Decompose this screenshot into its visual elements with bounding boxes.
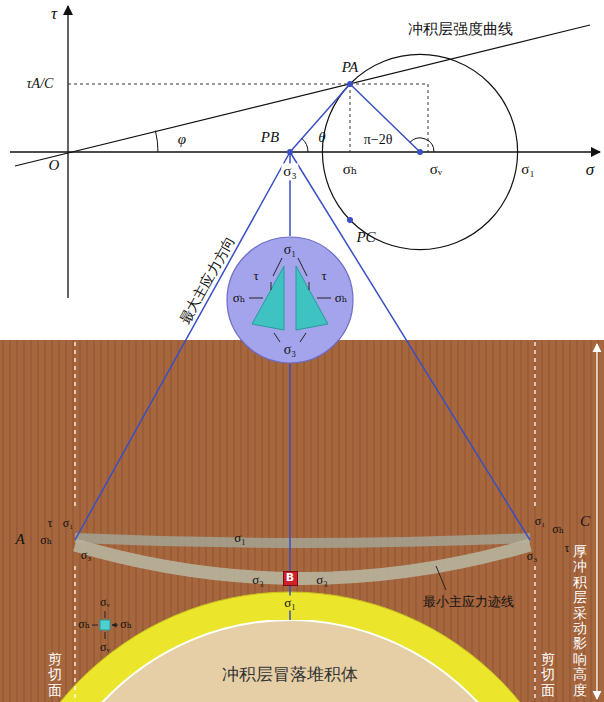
theta-arc — [302, 139, 308, 153]
annotation-text: 冲积层强度曲线 — [408, 21, 513, 38]
symbol-label: σ₃ — [252, 573, 264, 588]
node-text: B — [286, 572, 295, 585]
annotation-text: 厚冲积层采动影响高度 — [573, 544, 587, 698]
symbol-label: σ₁ — [521, 161, 534, 178]
annotation-text: 最小主应力迹线 — [423, 595, 514, 610]
point — [347, 81, 353, 87]
node-text: σ₁ — [284, 242, 296, 258]
heap-outline — [0, 620, 580, 702]
node-text: τ — [321, 269, 326, 284]
symbol-label: PC — [356, 229, 375, 246]
symbol-label: σ₃ — [81, 549, 92, 563]
symbol-label: σ — [586, 160, 594, 180]
symbol-label: σₕ — [343, 161, 358, 178]
symbol-label: σₕ — [40, 534, 52, 548]
symbol-label: σᵥ — [430, 161, 443, 178]
annotation-text: 剪切面 — [541, 652, 555, 698]
stress-state-circle: σ₁ττσₕσₕσ₃ — [226, 236, 354, 364]
symbol-label: θ — [318, 129, 325, 146]
max-stress-band — [75, 538, 530, 543]
symbol-label: σₕ — [552, 523, 564, 537]
yellow-arch — [0, 592, 590, 702]
connector — [289, 364, 291, 571]
symbol-label: σₕ — [78, 618, 90, 632]
point — [417, 149, 423, 155]
symbol-label: PA — [342, 59, 358, 76]
leader-line — [436, 566, 446, 590]
symbol-label: σ₃ — [316, 573, 328, 588]
node-text: σₕ — [233, 291, 246, 306]
stress-arrow — [92, 611, 118, 639]
edge-label: σ₁ — [282, 595, 298, 610]
min-stress-band — [75, 545, 530, 579]
symbol-label: σ₁ — [63, 517, 74, 531]
symbol-label: σ₁ — [234, 531, 246, 546]
node-text: τ — [253, 269, 258, 284]
symbol-label: PB — [261, 129, 279, 146]
point — [287, 149, 293, 155]
symbol-label: σₕ — [120, 618, 132, 632]
symbol-label: τ — [565, 542, 570, 556]
phi-arc — [155, 131, 158, 152]
symbol-label: O — [49, 157, 60, 174]
point — [347, 217, 353, 223]
symbol-label: σ₃ — [527, 550, 538, 564]
stress-element — [100, 620, 110, 630]
symbol-label: σ₃ — [281, 163, 298, 180]
symbol-label: C — [580, 513, 590, 530]
symbol-label: σᵥ — [100, 641, 110, 655]
node-text: σ₃ — [284, 342, 296, 358]
symbol-label: σᵥ — [100, 596, 110, 610]
strength-line — [15, 25, 590, 166]
symbol-label: φ — [178, 131, 186, 148]
symbol-label: σ₁ — [535, 515, 546, 529]
point-marker: B — [283, 571, 298, 586]
node-text: 冲积层冒落堆积体 — [222, 665, 358, 685]
height-arrow — [596, 344, 597, 699]
symbol-label: τ — [48, 517, 53, 531]
dashed-guide — [68, 84, 428, 152]
principal-direction-line — [75, 84, 530, 540]
collapse-heap: 冲积层冒落堆积体 — [0, 620, 580, 702]
annotation-text: 剪切面 — [48, 652, 62, 698]
symbol-label: A — [15, 531, 24, 548]
symbol-label: π−2θ — [364, 132, 393, 148]
symbol-label: τ — [51, 4, 57, 24]
node-text: σₕ — [335, 291, 348, 306]
mohr-circle — [322, 54, 517, 249]
sigma-axis — [10, 151, 600, 152]
symbol-label: τA/C — [27, 76, 54, 92]
